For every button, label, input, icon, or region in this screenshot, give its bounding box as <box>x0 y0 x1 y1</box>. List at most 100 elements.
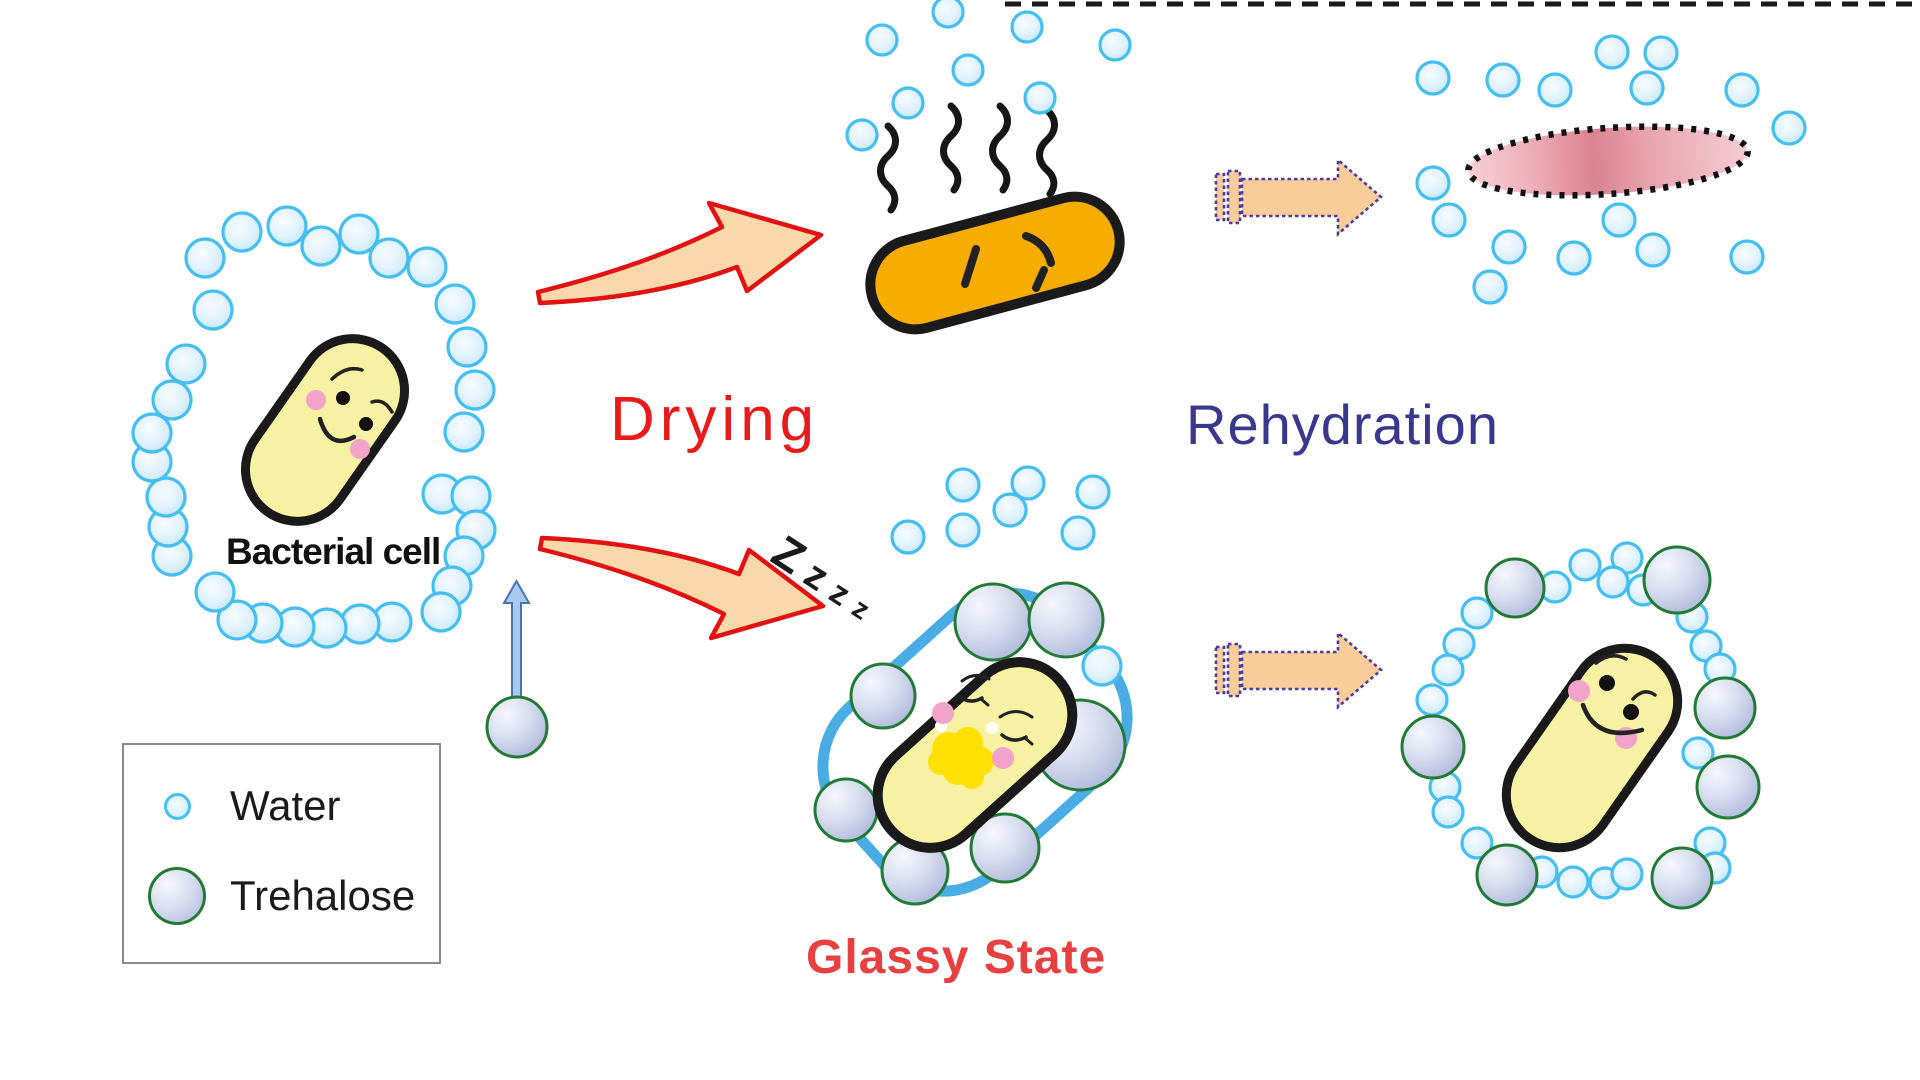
water-droplet <box>1681 736 1715 770</box>
water-droplet <box>1415 683 1449 717</box>
water-droplet <box>1596 565 1630 599</box>
trehalose-sphere <box>969 812 1041 884</box>
water-droplet <box>1729 239 1765 275</box>
water-droplet <box>1635 232 1671 268</box>
sleeping-cell <box>872 657 1078 853</box>
trehalose-sphere <box>1027 581 1105 659</box>
sleeping-cell-face <box>928 674 1034 789</box>
water-droplet <box>454 369 496 411</box>
legend-row-trehalose: Trehalose <box>138 867 439 925</box>
legend-water-label: Water <box>230 782 341 829</box>
water-droplet <box>945 512 981 548</box>
water-droplet <box>1010 465 1046 501</box>
trehalose-up-arrow <box>502 578 531 699</box>
water-droplet <box>1010 10 1044 44</box>
water-ring <box>131 205 497 649</box>
water-droplet <box>1643 35 1679 71</box>
cheek <box>306 390 326 410</box>
dead-cell-water <box>1415 34 1807 305</box>
water-droplet <box>338 213 380 255</box>
healthy-cell-face <box>306 366 394 459</box>
water-droplet <box>165 343 207 385</box>
glassy-state-label: Glassy State <box>806 931 1107 984</box>
water-droplet <box>992 492 1028 528</box>
rehydration-block-arrow-bottom <box>1214 630 1383 710</box>
water-droplet <box>1601 202 1637 238</box>
trehalose-sphere <box>1642 545 1712 615</box>
trehalose-sphere <box>1484 557 1546 619</box>
water-droplet <box>145 476 187 518</box>
water-droplet <box>1415 165 1451 201</box>
eye <box>336 391 350 405</box>
rehydration-block-arrow-top <box>1214 157 1383 237</box>
dead-cell <box>1465 123 1751 199</box>
eye <box>1599 675 1615 691</box>
water-droplet <box>1629 70 1665 106</box>
water-droplet <box>406 246 448 288</box>
trehalose-sphere <box>813 777 879 843</box>
water-droplet <box>1537 72 1573 108</box>
cheek <box>932 702 954 724</box>
legend-trehalose-label: Trehalose <box>230 872 416 919</box>
legend-row-water: Water <box>138 782 439 830</box>
water-droplet <box>131 412 173 454</box>
trehalose-sphere <box>1400 714 1466 780</box>
water-droplet <box>420 591 462 633</box>
water-droplet <box>1415 60 1451 96</box>
water-droplet <box>450 475 492 517</box>
recovered-cell <box>1501 643 1683 853</box>
water-droplet <box>1771 110 1807 146</box>
water-droplet <box>192 289 234 331</box>
water-droplet <box>1556 865 1590 899</box>
trehalose-sphere <box>1475 843 1539 907</box>
dried-cell-face <box>961 232 1055 292</box>
evaporation-squiggles <box>877 102 1058 214</box>
water-droplet <box>1594 34 1630 70</box>
trehalose-sphere <box>849 662 917 730</box>
water-droplet <box>1460 596 1494 630</box>
water-droplet <box>1610 857 1644 891</box>
water-droplet <box>1075 474 1111 510</box>
recovered-cell-face <box>1568 654 1657 749</box>
water-droplet-icon <box>163 792 191 820</box>
glassy-top-water <box>890 465 1111 555</box>
water-droplet <box>1431 202 1467 238</box>
trehalose-sphere <box>1695 754 1761 820</box>
trehalose-sphere-icon <box>148 867 206 925</box>
water-droplet <box>151 379 193 421</box>
glassy-inner-water <box>1081 645 1123 687</box>
water-droplet <box>1081 645 1123 687</box>
water-droplet <box>1568 548 1602 582</box>
cheek <box>350 439 370 459</box>
dried-cell <box>865 191 1125 335</box>
water-droplet <box>891 86 925 120</box>
water-droplet <box>890 519 926 555</box>
healthy-cell <box>240 334 410 526</box>
trehalose-sphere <box>485 695 549 759</box>
trehalose-sphere <box>1693 676 1757 740</box>
drying-swoosh-arrow-bottom <box>537 535 826 641</box>
water-droplet <box>1060 515 1096 551</box>
water-droplet <box>443 411 485 453</box>
water-droplet <box>446 326 488 368</box>
legend-box: Water Trehalose <box>122 743 441 964</box>
water-droplet <box>194 571 236 613</box>
water-droplet <box>221 211 263 253</box>
dried-cell-body <box>865 191 1125 335</box>
recovered-ring-water <box>1415 541 1737 900</box>
water-droplet <box>1491 229 1527 265</box>
water-droplet <box>1023 81 1057 115</box>
drying-label: Drying <box>610 385 820 454</box>
free-trehalose <box>485 695 549 759</box>
water-droplet <box>1472 269 1508 305</box>
water-droplet <box>216 599 258 641</box>
water-droplet <box>1431 795 1465 829</box>
sleep-z: z <box>846 591 876 626</box>
evaporating-water <box>845 0 1132 152</box>
water-droplet <box>184 237 226 279</box>
water-droplet <box>951 53 985 87</box>
eye <box>359 417 373 431</box>
water-droplet <box>845 118 879 152</box>
rehydration-label: Rehydration <box>1186 393 1499 456</box>
